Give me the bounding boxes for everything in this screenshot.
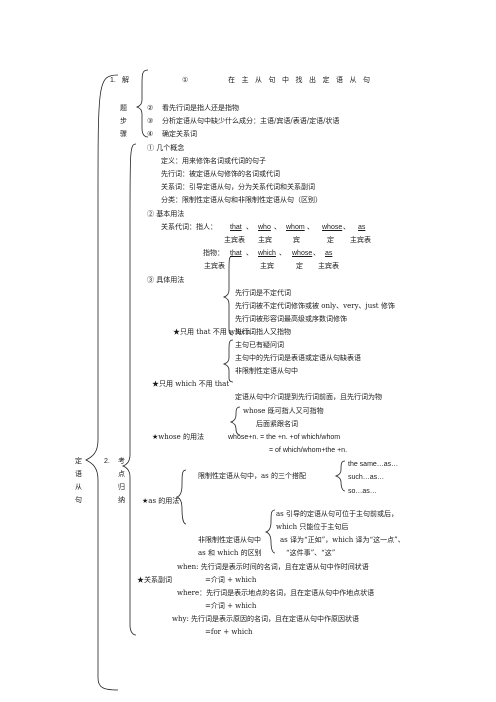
as-nonrestrictive-item: as 引导的定语从句可位于主句前或后， bbox=[276, 510, 398, 518]
separator: 、 bbox=[246, 223, 253, 231]
as-nonrestrictive-label: 非限制性定语从句中 bbox=[198, 536, 261, 544]
pronoun-people: whom bbox=[286, 224, 305, 231]
as-nonrestrictive-item: as 译为“正如”，which 译为“这一点”、 bbox=[280, 536, 405, 544]
separator: 、 bbox=[274, 223, 281, 231]
pronoun-role: 主宾表 bbox=[350, 236, 371, 244]
topic-char-2: 语 bbox=[75, 470, 82, 478]
people-prefix: 关系代词：指人： bbox=[161, 223, 217, 231]
topic-char-3: 从 bbox=[75, 483, 82, 491]
pronoun-role: 主宾 bbox=[258, 236, 272, 244]
as-restrictive: 限制性定语从句中，as 的三个搭配 bbox=[198, 472, 306, 480]
adverb-where: where：先行词是表示地点的名词，且在定语从句中作地点状语 bbox=[177, 589, 375, 597]
separator: 、 bbox=[307, 223, 314, 231]
as-label: ★as 的用法 bbox=[142, 497, 180, 505]
whose-label: ★whose 的用法 bbox=[152, 433, 204, 441]
pronoun-role: 主宾 bbox=[260, 262, 274, 270]
step-1-marker: ① bbox=[182, 76, 189, 84]
adverb-why-eq: =for + which bbox=[205, 628, 253, 636]
separator: 、 bbox=[246, 249, 253, 257]
step-3-marker: ③ bbox=[147, 117, 154, 125]
basic-heading: ② 基本用法 bbox=[147, 210, 185, 218]
pronoun-things: which bbox=[258, 250, 276, 257]
step-1-text: 在主从句中找出定语从句 bbox=[228, 76, 377, 84]
section-2-num: 2. bbox=[104, 458, 110, 465]
adverb-label: ★关系副词 bbox=[137, 576, 172, 584]
step-4-marker: ④ bbox=[147, 130, 154, 138]
pronoun-people: as bbox=[358, 224, 366, 231]
adverb-when: when: 先行词是表示时间的名词，且在定语从句中作时间状语 bbox=[177, 563, 369, 571]
as-nonrestrictive-item: “这件事”、“这” bbox=[286, 549, 336, 557]
that-only-item: 先行词被不定代词修饰或被 only、very、just 修饰 bbox=[235, 302, 395, 310]
that-only-item: 先行词是不定代词 bbox=[235, 289, 291, 297]
concept-item: 关系词：引导定语从句，分为关系代词和关系副词 bbox=[161, 183, 315, 191]
as-pair: such…as… bbox=[348, 474, 385, 481]
pronoun-role: 宾 bbox=[293, 236, 300, 244]
steps-label-2: 步 bbox=[120, 117, 127, 125]
whose-formula: whose+n. = the +n. +of which/whom bbox=[228, 434, 341, 441]
as-pair: the same…as… bbox=[348, 461, 399, 468]
topic-char-4: 句 bbox=[75, 496, 82, 504]
adverb-where-eq: =介词 + which bbox=[205, 602, 257, 610]
step-2-text: 看先行词是指人还是指物 bbox=[162, 104, 239, 112]
separator: 、 bbox=[279, 249, 286, 257]
topic-char-1: 定 bbox=[75, 457, 82, 465]
pronoun-things: whose bbox=[292, 250, 313, 257]
that-only-item: 先行词指人又指物 bbox=[235, 328, 291, 336]
steps-label-3: 骤 bbox=[120, 130, 127, 138]
whose-item: 后面紧跟名词 bbox=[256, 420, 298, 428]
concept-item: 先行词：被定语从句修饰的名词或代词 bbox=[161, 170, 280, 178]
pronoun-things: that bbox=[230, 250, 242, 257]
section-2-char-4: 纳 bbox=[118, 496, 125, 504]
separator: 、 bbox=[313, 249, 320, 257]
pronoun-role: 主宾表 bbox=[318, 262, 339, 270]
as-nonrestrictive-item: which 只能位于主句后 bbox=[276, 523, 349, 531]
steps-label-1: 题 bbox=[120, 104, 127, 112]
pronoun-role: 主宾表 bbox=[224, 236, 245, 244]
adverb-when-eq: =介词 + which bbox=[205, 576, 257, 584]
which-only-item: 非限制性定语从句中 bbox=[235, 367, 298, 375]
that-only-item: 先行词被形容词最高级或序数词修饰 bbox=[235, 315, 347, 323]
section-1-label: 解 bbox=[122, 76, 129, 84]
section-2-char-3: 归 bbox=[118, 483, 125, 491]
step-4-text: 确定关系词 bbox=[162, 130, 197, 138]
that-only-item: 主句中的先行词是表语或定语从句缺表语 bbox=[235, 354, 361, 362]
pronoun-people: who bbox=[258, 224, 271, 231]
things-prefix: 指物： bbox=[203, 249, 224, 257]
pronoun-people: whose bbox=[322, 224, 343, 231]
pronoun-things: as bbox=[325, 250, 333, 257]
concepts-heading: ① 几个概念 bbox=[147, 144, 185, 152]
step-2-marker: ② bbox=[147, 104, 154, 112]
concept-item: 定义：用来修饰名词或代词的句子 bbox=[161, 157, 266, 165]
specific-heading: ③ 具体用法 bbox=[147, 276, 185, 284]
as-pair: so…as… bbox=[348, 488, 377, 495]
whose-item: whose 既可指人又可指物 bbox=[243, 407, 324, 415]
pronoun-role: 主宾表 bbox=[204, 262, 225, 270]
pronoun-people: that bbox=[230, 224, 242, 231]
which-only-label: ★只用 which 不用 that bbox=[152, 380, 230, 388]
section-2-char-1: 考 bbox=[118, 457, 125, 465]
that-only-label: ★只用 that 不用 which bbox=[173, 328, 251, 336]
pronoun-role: 定 bbox=[327, 236, 334, 244]
which-only-item: 定语从句中介词提到先行词前面，且先行词为物 bbox=[235, 393, 382, 401]
adverb-why: why: 先行词是表示原因的名词，且在定语从句中作原因状语 bbox=[172, 615, 360, 623]
as-nonrestrictive-label: as 和 which 的区别 bbox=[198, 549, 262, 557]
concept-item: 分类：限制性定语从句和非限制性定语从句（区别） bbox=[161, 196, 322, 204]
section-1-num: 1. bbox=[110, 77, 116, 84]
section-2-char-2: 点 bbox=[118, 470, 125, 478]
pronoun-role: 定 bbox=[296, 262, 303, 270]
step-3-text: 分析定语从句中缺少什么成分：主语/宾语/表语/定语/状语 bbox=[162, 117, 340, 125]
that-only-item: 主句已有疑问词 bbox=[235, 341, 284, 349]
whose-formula: = of which/whom+the +n. bbox=[269, 447, 348, 454]
separator: 、 bbox=[343, 223, 350, 231]
